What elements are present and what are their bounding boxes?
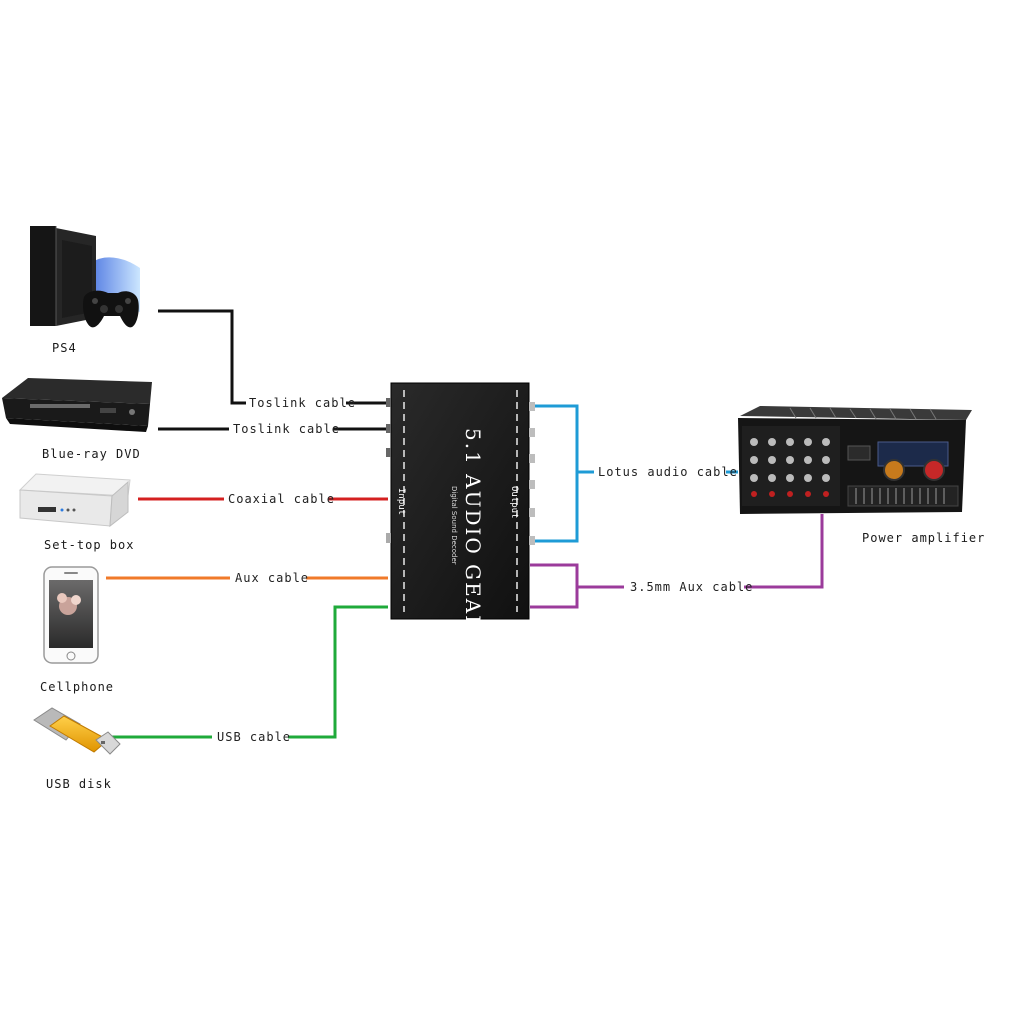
cable-label-toslink-1: Toslink cable	[249, 396, 356, 410]
device-label-settop: Set-top box	[44, 538, 134, 552]
wires	[106, 309, 824, 739]
input-jacks	[386, 398, 391, 543]
toslink-wire-ps4	[158, 309, 246, 405]
decoder-title: 5.1 AUDIO GEAR	[461, 428, 485, 632]
device-label-usbdisk: USB disk	[46, 777, 112, 791]
cable-label-aux35: 3.5mm Aux cable	[630, 580, 753, 594]
decoder-subtitle: Digital Sound Decoder	[450, 486, 458, 565]
decoder-box	[386, 382, 535, 620]
device-label-cellphone: Cellphone	[40, 680, 114, 694]
device-label-amplifier: Power amplifier	[862, 531, 985, 545]
cable-label-usb: USB cable	[217, 730, 291, 744]
cable-label-aux: Aux cable	[235, 571, 309, 585]
decoder-input-label: Input	[396, 488, 406, 515]
device-label-bluray: Blue-ray DVD	[42, 447, 141, 461]
gamepad-icon	[82, 290, 139, 328]
lotus-wire	[530, 404, 594, 543]
decoder-output-label: Output	[509, 486, 519, 519]
cable-label-lotus: Lotus audio cable	[598, 465, 738, 479]
aux35-wire	[530, 563, 624, 609]
settop-box	[18, 473, 131, 528]
usb-wire-end	[288, 605, 388, 739]
cellphone	[43, 566, 99, 664]
usb-disk	[33, 707, 121, 755]
aux35-wire-end	[744, 514, 824, 589]
cable-labels: Toslink cable Toslink cable Coaxial cabl…	[217, 396, 753, 744]
device-label-ps4: PS4	[52, 341, 77, 355]
output-jacks	[529, 402, 535, 545]
bluray-player	[2, 378, 152, 432]
cable-label-coaxial: Coaxial cable	[228, 492, 335, 506]
power-amplifier	[738, 406, 972, 514]
cable-label-toslink-2: Toslink cable	[233, 422, 340, 436]
ps4-console	[30, 226, 140, 328]
